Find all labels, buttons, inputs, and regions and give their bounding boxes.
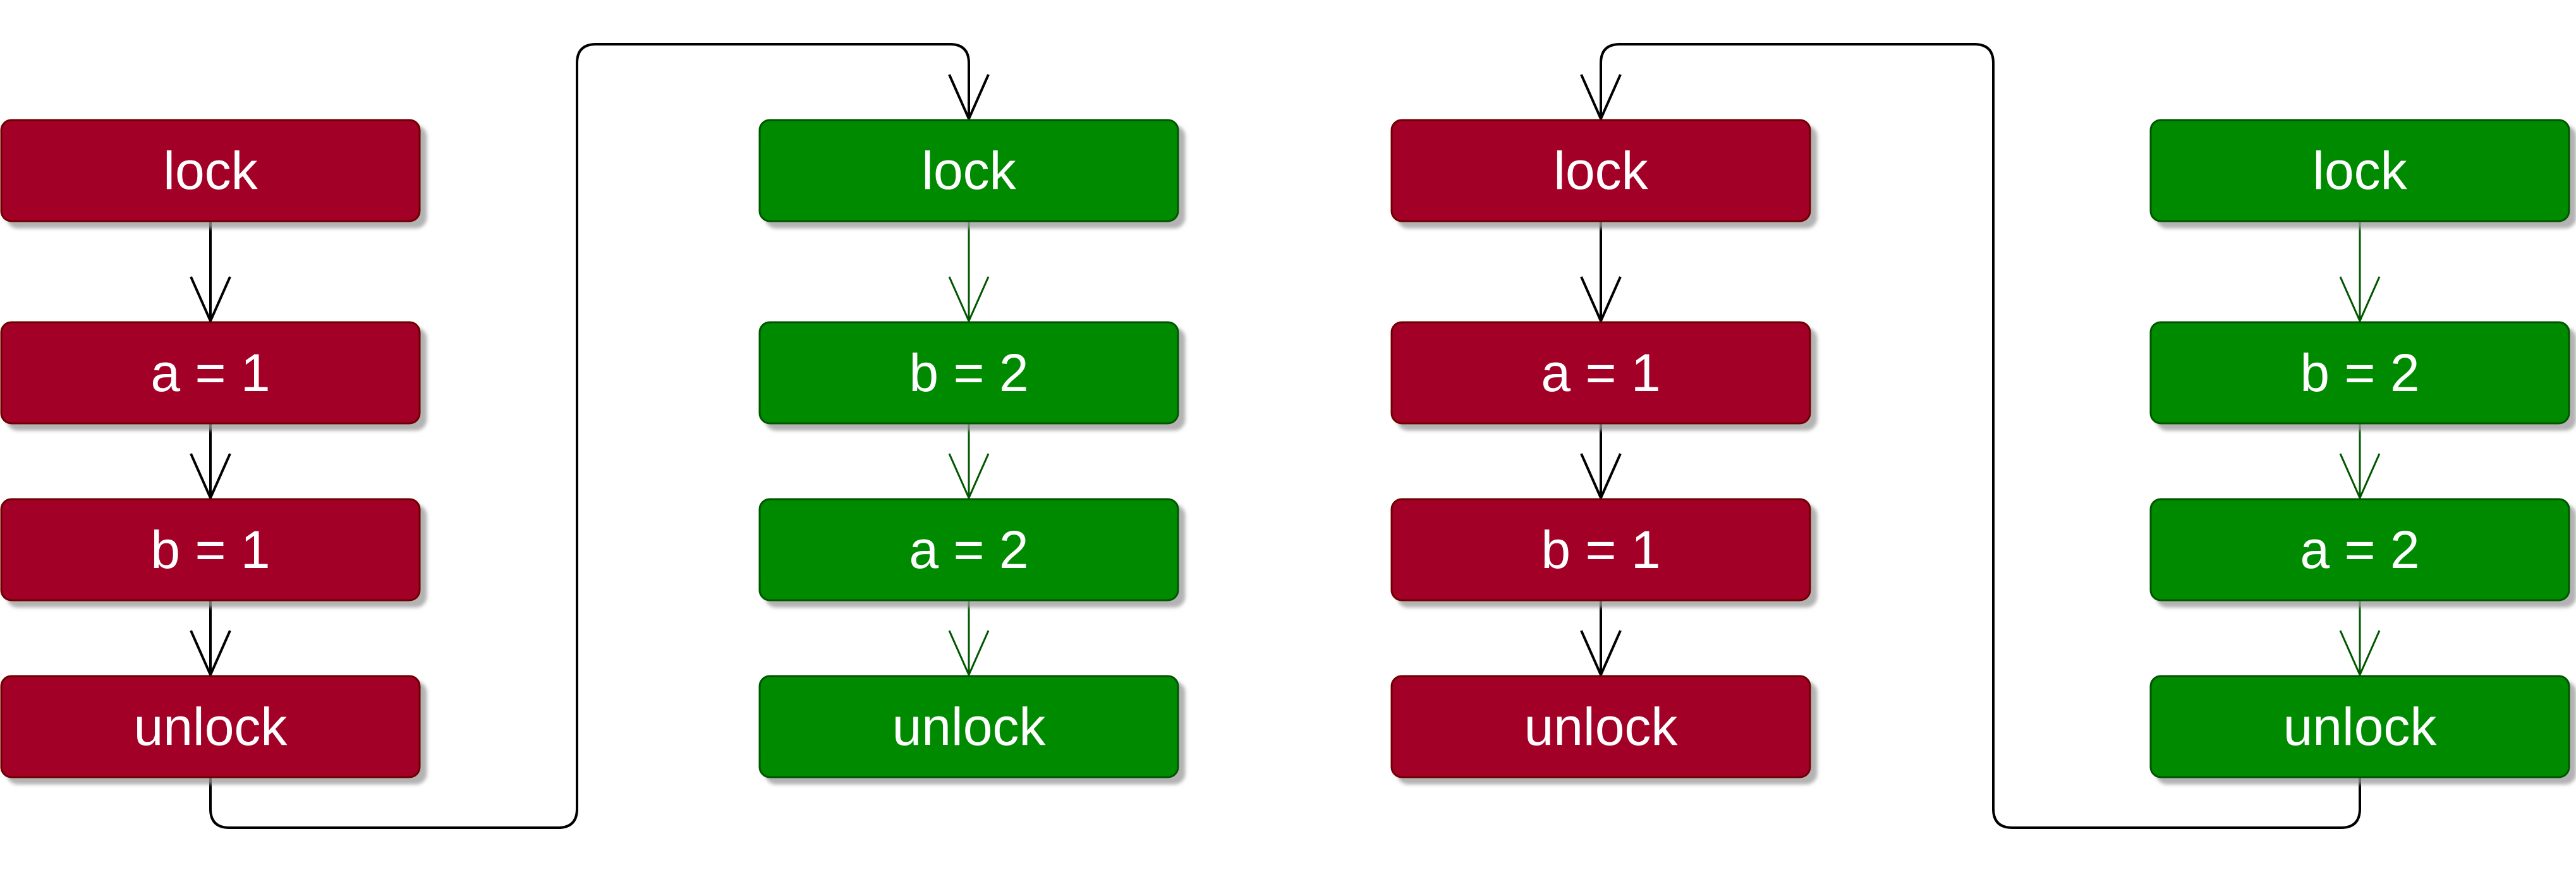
step-label: lock (1553, 141, 1648, 200)
step-label: unlock (2283, 697, 2438, 756)
sequence-column-4: lock b = 2 a = 2 unlock (2149, 119, 2570, 778)
handoff-connector-2 (1600, 43, 2361, 829)
step-label: b = 1 (150, 520, 270, 579)
step-connector (1580, 423, 1622, 501)
step-connector (2339, 423, 2381, 500)
step-connector (948, 221, 990, 324)
step-box-assign-b: b = 2 (758, 321, 1179, 425)
step-label: b = 2 (2300, 343, 2419, 402)
sequence-column-3: lock a = 1 b = 1 unlock (1390, 119, 1811, 778)
step-label: unlock (892, 697, 1047, 756)
step-label: b = 1 (1541, 520, 1660, 579)
step-label: b = 2 (909, 343, 1028, 402)
step-box-unlock: unlock (2149, 675, 2570, 778)
step-connector (948, 423, 990, 500)
step-connector (2339, 221, 2381, 324)
step-box-unlock: unlock (0, 675, 421, 778)
step-box-assign-b: b = 1 (0, 498, 421, 602)
step-label: a = 2 (2300, 520, 2419, 579)
handoff-arrowhead-1 (948, 74, 990, 122)
step-connector (948, 600, 990, 677)
step-box-assign-b: b = 1 (1390, 498, 1811, 602)
step-connector (2339, 600, 2381, 677)
step-connector (190, 423, 231, 501)
step-box-assign-a: a = 2 (2149, 498, 2570, 602)
sequence-column-2: lock b = 2 a = 2 unlock (758, 119, 1179, 778)
step-label: a = 1 (150, 343, 270, 402)
step-box-assign-a: a = 1 (0, 321, 421, 425)
step-label: unlock (134, 697, 288, 756)
step-label: a = 2 (909, 520, 1028, 579)
step-label: lock (163, 141, 258, 200)
sequence-column-1: lock a = 1 b = 1 unlock (0, 119, 421, 778)
step-box-lock: lock (1390, 119, 1811, 222)
step-box-assign-b: b = 2 (2149, 321, 2570, 425)
step-label: a = 1 (1541, 343, 1660, 402)
handoff-connector-1 (209, 43, 970, 829)
step-box-lock: lock (0, 119, 421, 222)
step-box-assign-a: a = 2 (758, 498, 1179, 602)
step-box-assign-a: a = 1 (1390, 321, 1811, 425)
step-connector (1580, 600, 1622, 678)
step-box-lock: lock (758, 119, 1179, 222)
step-connector (190, 600, 231, 678)
step-label: lock (2312, 141, 2407, 200)
step-box-unlock: unlock (1390, 675, 1811, 778)
step-label: lock (921, 141, 1016, 200)
step-box-lock: lock (2149, 119, 2570, 222)
handoff-arrowhead-2 (1580, 74, 1622, 122)
step-connector (190, 221, 231, 324)
step-box-unlock: unlock (758, 675, 1179, 778)
step-label: unlock (1524, 697, 1679, 756)
step-connector (1580, 221, 1622, 324)
